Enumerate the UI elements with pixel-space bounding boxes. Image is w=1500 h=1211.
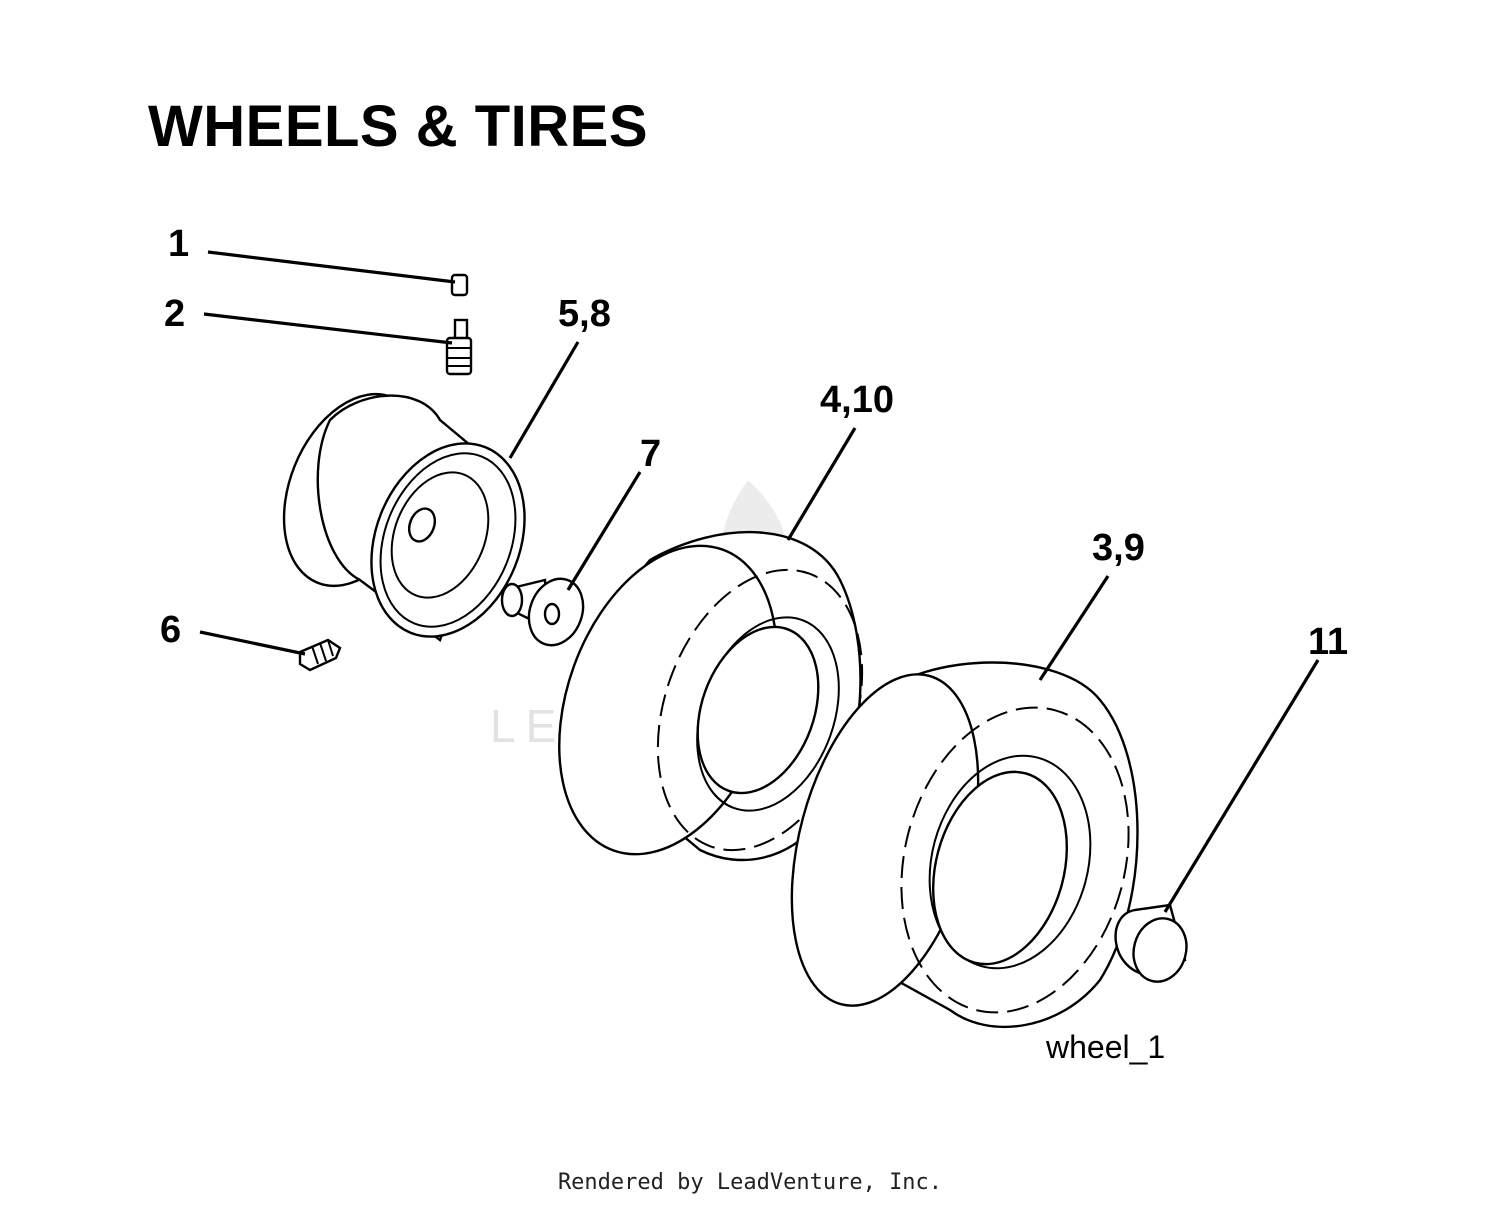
leader-3-9	[1038, 575, 1110, 681]
figure-id: wheel_1	[1045, 1029, 1165, 1065]
callout-5-8: 5,8	[558, 293, 611, 335]
callout-3-9: 3,9	[1092, 527, 1145, 569]
part-lug-bolt	[298, 638, 342, 672]
footer-credit: Rendered by LeadVenture, Inc.	[557, 1170, 943, 1195]
callout-11: 11	[1308, 621, 1348, 663]
leader-1	[207, 250, 456, 284]
part-rear-tire	[790, 661, 1139, 1029]
callout-1: 1	[168, 223, 189, 265]
leader-4-10	[786, 427, 857, 541]
part-spacer	[1114, 903, 1188, 983]
page-title: WHEELS & TIRES	[148, 94, 649, 159]
leader-7	[566, 471, 642, 591]
callout-2: 2	[164, 293, 185, 335]
leader-2	[203, 312, 453, 345]
part-valve-stem	[445, 318, 473, 376]
callout-4-10: 4,10	[820, 379, 894, 421]
callout-6: 6	[160, 609, 181, 651]
callout-7: 7	[640, 433, 661, 475]
part-rim	[282, 392, 526, 642]
leader-5-8	[508, 341, 580, 459]
part-valve-cap	[450, 273, 469, 297]
leader-11	[1163, 659, 1320, 913]
part-bushing	[500, 577, 585, 647]
part-front-tire	[558, 530, 864, 862]
leader-6	[199, 630, 306, 656]
